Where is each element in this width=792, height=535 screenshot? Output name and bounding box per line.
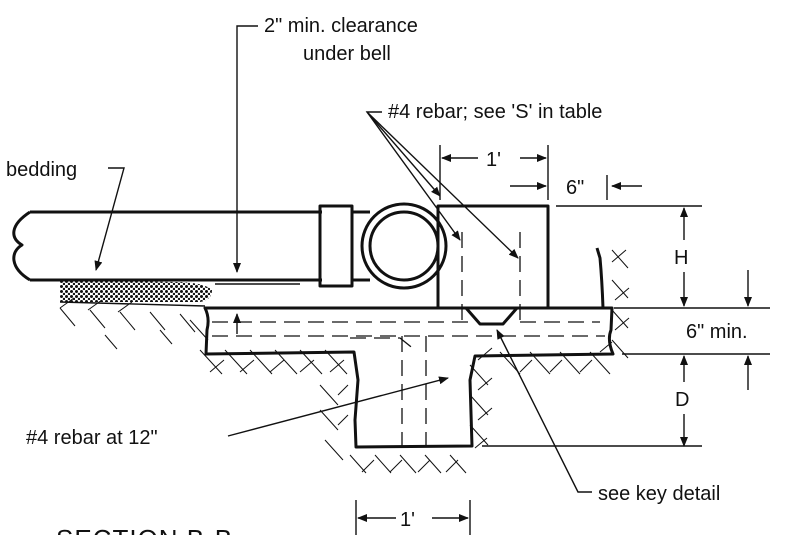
section-title: SECTION B-B: [56, 524, 233, 535]
clearance-label-line2: under bell: [303, 43, 391, 65]
pipe: [12, 202, 448, 290]
bedding-label: bedding: [6, 159, 77, 181]
rebar-top-label: #4 rebar; see 'S' in table: [388, 101, 602, 123]
curb-block: [436, 204, 605, 322]
concrete-footing: [203, 306, 615, 449]
rebar-bottom-label: #4 rebar at 12": [26, 427, 158, 449]
dim-depth-label: D: [675, 389, 689, 411]
dim-bottom-width-label: 1': [400, 509, 415, 531]
clearance-label-line1: 2" min. clearance: [264, 15, 418, 37]
dim-height-label: H: [674, 247, 688, 269]
dim-offset-label: 6": [566, 177, 584, 199]
dimension-lines: [94, 25, 770, 535]
dim-top-width-label: 1': [486, 149, 501, 171]
bedding-gravel: [60, 280, 212, 302]
ground-line: [59, 301, 206, 307]
dim-min-label: 6" min.: [686, 321, 748, 343]
key-detail-label: see key detail: [598, 483, 720, 505]
